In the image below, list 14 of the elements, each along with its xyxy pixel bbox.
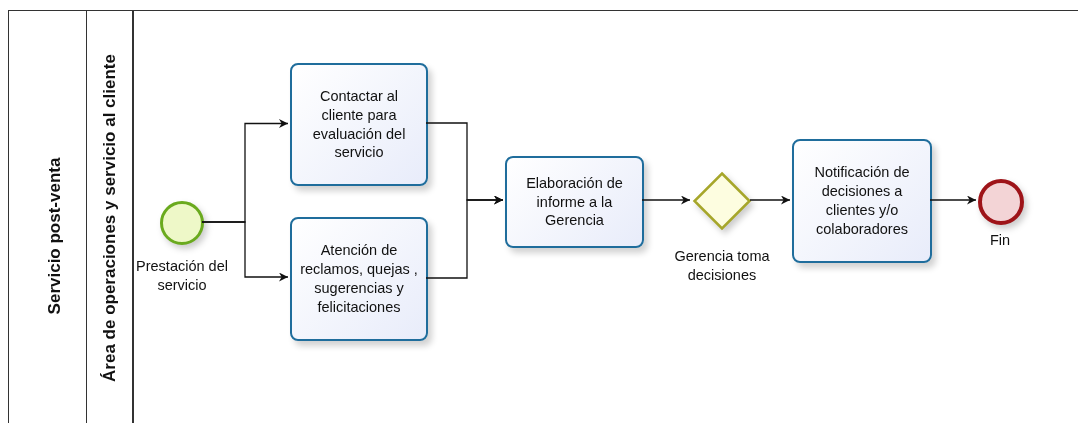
sequence-arrow xyxy=(929,195,977,205)
lane-title: Área de operaciones y servicio al cliente xyxy=(100,53,120,382)
task-box: Notificación de decisiones a clientes y/o colaboradores xyxy=(792,139,932,263)
pool-title: Servicio post-venta xyxy=(45,157,65,314)
sequence-arrow xyxy=(641,195,691,205)
event-label: Gerencia toma decisiones xyxy=(673,247,771,285)
sequence-arrow xyxy=(749,195,791,205)
task-box: Contactar al cliente para evaluación del servicio xyxy=(290,63,428,186)
sequence-arrow xyxy=(201,221,289,282)
sequence-arrow xyxy=(425,195,504,279)
task-box: Atención de reclamos, quejas , sugerencias y felicitaciones xyxy=(290,217,428,341)
event-label: Prestación del servicio xyxy=(135,257,229,295)
task-box: Elaboración de informe a la Gerencia xyxy=(505,156,644,248)
event-label: Fin xyxy=(988,231,1012,250)
